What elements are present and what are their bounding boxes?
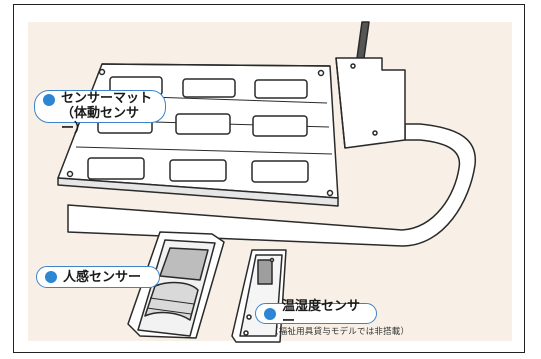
temp-sensor-note: （福祉用具貸与モデルでは非搭載） <box>270 327 410 337</box>
temp-sensor-label: 温湿度センサー <box>282 298 361 329</box>
pir-sensor-label: 人感センサー <box>63 269 142 285</box>
bullet-dot-icon <box>43 94 55 106</box>
sensor-mat-label: センサーマット <box>61 91 153 106</box>
pir-sensor <box>127 231 225 339</box>
pir-sensor-callout: 人感センサー <box>36 266 160 288</box>
sensor-mat-labels: センサーマット （体動センサー） <box>61 91 157 136</box>
body-motion-sensor-label: （体動センサー） <box>61 106 140 136</box>
bullet-dot-icon <box>45 271 57 283</box>
cable <box>67 123 477 247</box>
temp-sensor-callout: 温湿度センサー <box>255 299 377 329</box>
sensor-mat-callout: センサーマット （体動センサー） <box>34 90 166 136</box>
control-box <box>335 21 406 149</box>
bullet-dot-icon <box>264 307 276 320</box>
